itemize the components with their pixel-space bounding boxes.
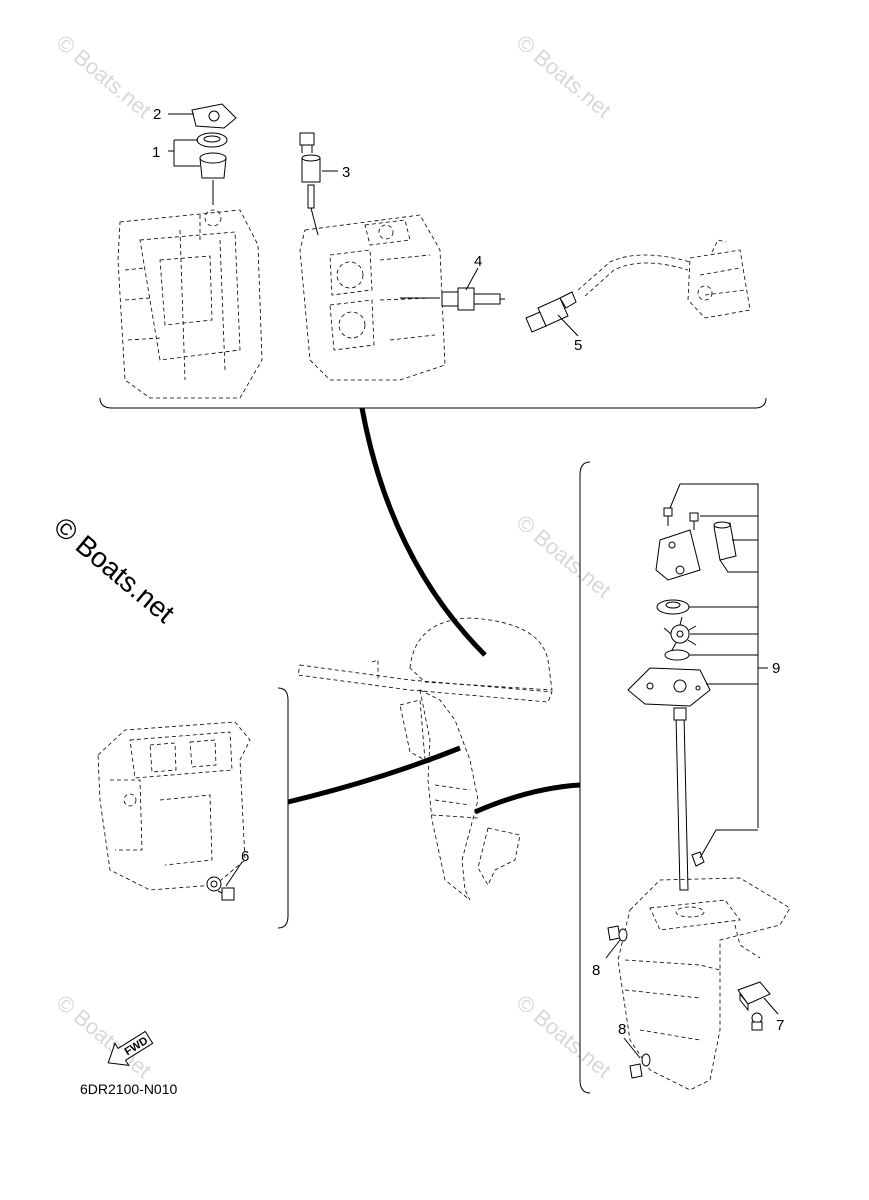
outer-plate-cartridge	[627, 667, 711, 707]
drive-shaft	[673, 707, 689, 891]
drain-screw-lower-part	[629, 1053, 651, 1079]
outboard-motor	[297, 617, 553, 901]
connector-left	[287, 745, 461, 805]
watermark-text: © Boats.net	[512, 510, 616, 603]
callout-6: 6	[241, 848, 249, 865]
check-screw-part	[607, 925, 628, 942]
top-section-bracket	[99, 397, 767, 409]
anode-part	[737, 981, 771, 1012]
callout-4: 4	[474, 253, 482, 270]
left-section-bracket	[277, 687, 289, 929]
connector-top	[359, 407, 487, 657]
cylinder-head	[299, 214, 446, 381]
callout-9: 9	[772, 660, 780, 677]
anode-sleeve-part	[299, 132, 321, 236]
figure-code: 6DR2100-N010	[80, 1081, 177, 1097]
crankcase-block	[117, 209, 263, 399]
pump-insert-cartridge	[656, 599, 690, 615]
drain-screw-part	[206, 876, 235, 901]
watermark-text: © Boats.net	[512, 990, 616, 1083]
o-ring	[664, 649, 690, 661]
leader-lines	[168, 113, 779, 1059]
callout-7: 7	[776, 1017, 784, 1034]
watermarks: © Boats.net © Boats.net © Boats.net © Bo…	[52, 30, 616, 1083]
water-pump-housing	[655, 507, 737, 581]
fuel-connector-part	[525, 291, 577, 333]
lower-unit-casing	[617, 877, 791, 1091]
fuel-pump-assembly	[577, 239, 751, 319]
callout-labels: 1 2 3 4 5 6 7 8 8 9	[152, 106, 784, 1038]
thermostat-assembly	[191, 103, 237, 205]
spark-plug-part	[400, 287, 505, 311]
watermark-text: © Boats.net	[52, 30, 156, 123]
right-section-bracket	[579, 461, 591, 1094]
callout-1: 1	[152, 144, 160, 161]
callout-2: 2	[153, 106, 161, 123]
callout-8-lower: 8	[618, 1021, 626, 1038]
bolt-part	[751, 1012, 763, 1031]
watermark-text: © Boats.net	[512, 30, 616, 123]
watermark-large: © Boats.net	[48, 511, 180, 629]
callout-8-upper: 8	[592, 962, 600, 979]
callout-5: 5	[574, 337, 582, 354]
connector-right	[474, 782, 581, 815]
upper-casing	[97, 721, 251, 891]
impeller	[663, 616, 697, 651]
callout-3: 3	[342, 164, 350, 181]
